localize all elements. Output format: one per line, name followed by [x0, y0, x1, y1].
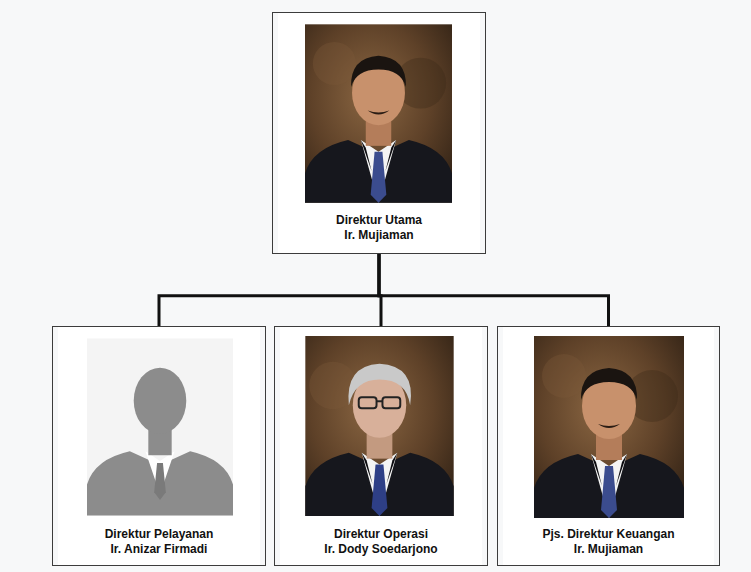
- sub-director-box: Direktur PelayananIr. Anizar Firmadi: [52, 326, 266, 566]
- position-title: Pjs. Direktur Keuangan: [498, 527, 719, 542]
- caption-block: Pjs. Direktur KeuanganIr. Mujiaman: [498, 527, 719, 557]
- caption-block: Direktur UtamaIr. Mujiaman: [273, 213, 485, 243]
- person-name: Ir. Dody Soedarjono: [275, 542, 487, 557]
- person-name: Ir. Anizar Firmadi: [53, 542, 265, 557]
- position-title: Direktur Operasi: [275, 527, 487, 542]
- sub-director-box: Direktur OperasiIr. Dody Soedarjono: [274, 326, 488, 566]
- org-connector: [379, 254, 609, 326]
- sub-director-box: Pjs. Direktur KeuanganIr. Mujiaman: [497, 326, 720, 566]
- caption-block: Direktur OperasiIr. Dody Soedarjono: [275, 527, 487, 557]
- caption-block: Direktur PelayananIr. Anizar Firmadi: [53, 527, 265, 557]
- person-name: Ir. Mujiaman: [498, 542, 719, 557]
- position-title: Direktur Utama: [273, 213, 485, 228]
- position-title: Direktur Pelayanan: [53, 527, 265, 542]
- director-box: Direktur UtamaIr. Mujiaman: [272, 12, 486, 254]
- person-name: Ir. Mujiaman: [273, 228, 485, 243]
- org-connector: [159, 254, 379, 326]
